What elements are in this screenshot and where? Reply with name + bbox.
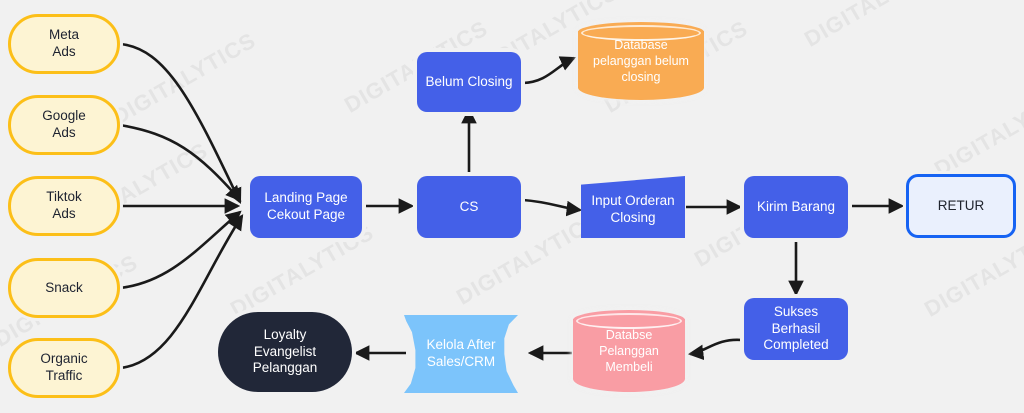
watermark-text: DIGITALYTICS	[930, 79, 1024, 182]
node-kelola-after-sales-crm[interactable]: Kelola After Sales/CRM	[404, 315, 518, 393]
node-label: Landing Page Cekout Page	[264, 190, 348, 222]
node-label: Snack	[45, 279, 83, 295]
node-meta-ads[interactable]: Meta Ads	[8, 14, 120, 74]
node-label: Sukses Berhasil Completed	[763, 303, 829, 353]
node-database-belum-closing[interactable]: Database pelanggan belum closing	[578, 22, 704, 100]
edge-belum-closing-to-db	[522, 56, 576, 85]
cylinder-rim	[576, 313, 682, 329]
node-organic-traffic[interactable]: Organic Traffic	[8, 338, 120, 398]
node-label: CS	[459, 198, 479, 214]
node-label: Kirim Barang	[756, 198, 836, 214]
edge-cs-to-input-orderan	[522, 198, 583, 217]
node-label: Google Ads	[42, 108, 86, 140]
cylinder-body	[573, 319, 685, 392]
node-tiktok-ads[interactable]: Tiktok Ads	[8, 176, 120, 236]
node-label: Belum Closing	[425, 73, 513, 89]
node-label: Loyalty Evangelist Pelanggan	[252, 326, 318, 376]
node-label: Meta Ads	[48, 27, 79, 59]
node-label: Databse Pelanggan Membeli	[599, 327, 659, 375]
node-label: Tiktok Ads	[46, 189, 82, 221]
node-label: RETUR	[937, 197, 985, 213]
node-landing-page[interactable]: Landing Page Cekout Page	[250, 176, 362, 238]
node-label: Organic Traffic	[40, 351, 88, 383]
node-belum-closing[interactable]: Belum Closing	[417, 52, 521, 112]
edge-google-to-landing	[119, 123, 242, 202]
node-loyalty-evangelist-pelanggan[interactable]: Loyalty Evangelist Pelanggan	[218, 312, 352, 392]
edge-sukses-to-db-membeli	[687, 338, 743, 361]
cylinder-rim	[581, 25, 701, 41]
node-kirim-barang[interactable]: Kirim Barang	[744, 176, 848, 238]
edge-meta-to-landing	[119, 42, 242, 204]
node-label: Kelola After Sales/CRM	[426, 337, 496, 369]
cylinder-body	[578, 31, 704, 100]
node-label: Database pelanggan belum closing	[593, 37, 689, 85]
watermark-text: DIGITALYTICS	[800, 0, 953, 52]
node-snack[interactable]: Snack	[8, 258, 120, 318]
node-input-orderan-closing[interactable]: Input Orderan Closing	[581, 176, 685, 238]
node-sukses-berhasil-completed[interactable]: Sukses Berhasil Completed	[744, 298, 848, 360]
node-label: Input Orderan Closing	[591, 193, 675, 225]
node-cs[interactable]: CS	[417, 176, 521, 238]
node-google-ads[interactable]: Google Ads	[8, 95, 120, 155]
node-retur[interactable]: RETUR	[906, 174, 1016, 238]
edge-snack-to-landing	[119, 210, 242, 290]
watermark-text: DIGITALYTICS	[108, 27, 261, 130]
node-database-pelanggan-membeli[interactable]: Databse Pelanggan Membeli	[573, 310, 685, 392]
